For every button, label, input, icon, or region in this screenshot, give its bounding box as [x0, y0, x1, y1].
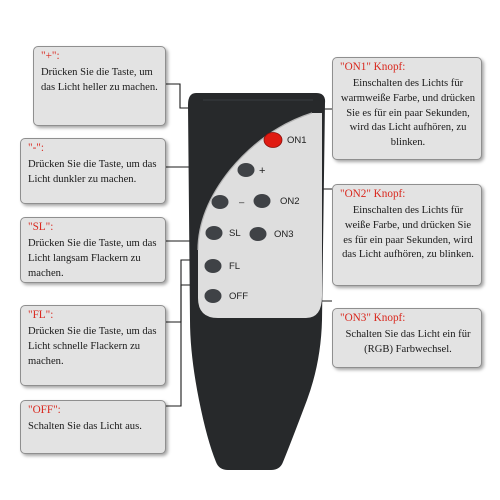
sl-label: SL — [229, 228, 241, 239]
callout-sl-title: "SL": — [28, 221, 54, 233]
callout-off-body: Schalten Sie das Licht aus. — [28, 421, 142, 433]
on3-label: ON3 — [274, 229, 294, 240]
sl-button — [205, 226, 223, 240]
callout-on2-title: "ON2" Knopf: — [340, 188, 406, 200]
callout-sl: "SL": Drücken Sie die Taste, um das Lich… — [20, 217, 166, 283]
callout-minus: "-": Drücken Sie die Taste, um das Licht… — [20, 138, 166, 204]
panel-shadow — [197, 112, 313, 251]
on1-label: ON1 — [287, 135, 307, 146]
callout-on3-body: Schalten Sie das Licht ein für (RGB) Far… — [345, 329, 471, 356]
on3-button — [249, 227, 267, 241]
callout-on1-title: "ON1" Knopf: — [340, 61, 406, 73]
connector-plus — [166, 83, 246, 158]
callout-on3-title: "ON3" Knopf: — [340, 312, 406, 324]
on1-button — [263, 132, 283, 148]
connector-minus — [166, 166, 219, 203]
callout-sl-body: Drücken Sie die Taste, um das Licht lang… — [28, 238, 157, 279]
callout-on3: "ON3" Knopf: Schalten Sie das Licht ein … — [332, 308, 482, 368]
on2-button — [253, 194, 271, 208]
off-label: OFF — [229, 291, 248, 302]
callout-on1: "ON1" Knopf: Einschalten des Lichts für … — [332, 57, 482, 160]
callout-fl-title: "FL": — [28, 309, 54, 321]
callout-minus-body: Drücken Sie die Taste, um das Licht dunk… — [28, 159, 157, 186]
connector-on3 — [258, 240, 332, 302]
minus-button — [211, 195, 229, 209]
off-button — [204, 289, 222, 303]
fl-button — [204, 259, 222, 273]
remote-buttons — [204, 132, 283, 303]
callout-on2: "ON2" Knopf: Einschalten des Lichts für … — [332, 184, 482, 286]
plus-label: + — [259, 165, 266, 177]
plus-button — [237, 163, 255, 177]
on2-label: ON2 — [280, 196, 300, 207]
callout-on1-body: Einschalten des Lichts für warmweiße Far… — [340, 78, 476, 148]
callout-plus: "+": Drücken Sie die Taste, um das Licht… — [33, 46, 166, 126]
connector-off — [166, 284, 206, 407]
connector-fl — [166, 259, 206, 323]
connector-on1 — [279, 108, 332, 138]
callout-fl-body: Drücken Sie die Taste, um das Licht schn… — [28, 326, 157, 367]
callout-off-title: "OFF": — [28, 404, 61, 416]
fl-label: FL — [229, 261, 241, 272]
callout-plus-body: Drücken Sie die Taste, um das Licht hell… — [41, 67, 158, 94]
connector-on2 — [264, 177, 332, 195]
callout-off: "OFF": Schalten Sie das Licht aus. — [20, 400, 166, 454]
callout-on2-body: Einschalten des Lichts für weiße Farbe, … — [342, 205, 474, 261]
callout-plus-title: "+": — [41, 50, 60, 62]
connector-sl — [166, 233, 210, 242]
callout-fl: "FL": Drücken Sie die Taste, um das Lich… — [20, 305, 166, 386]
remote-body — [188, 93, 326, 470]
minus-label: – — [239, 197, 245, 208]
callout-minus-title: "-": — [28, 142, 44, 154]
